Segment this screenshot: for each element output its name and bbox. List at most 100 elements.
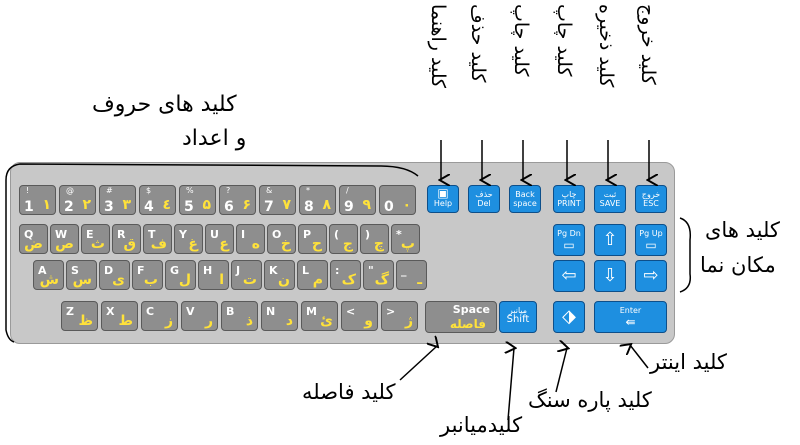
- save-key-fa: ثبت: [603, 190, 617, 199]
- key-9[interactable]: 9/۹: [339, 185, 376, 215]
- key-latin-char: (: [334, 228, 340, 241]
- key-latin-char: E: [86, 228, 94, 241]
- label-tab-key: کلید پاره سنگ: [528, 388, 652, 412]
- key-shift-symbol: !: [26, 186, 30, 195]
- key-persian-char: پ: [400, 236, 415, 252]
- key-persian-char: ۷: [282, 197, 291, 213]
- key-latin-char: 8: [304, 199, 314, 215]
- shift-key[interactable]: میانبر Shift: [499, 301, 537, 333]
- key-persian-char: ۱: [42, 197, 51, 213]
- key-persian-char: ه: [251, 236, 260, 252]
- arrow-up-key[interactable]: ⇧: [594, 224, 626, 256]
- save-key[interactable]: ثبت SAVE: [594, 185, 626, 213]
- pgdn-key[interactable]: Pg Dn ▭: [553, 224, 585, 256]
- key-persian-char: ر: [204, 313, 213, 329]
- key-4[interactable]: 4$٤: [139, 185, 176, 215]
- key-persian-char: ح: [311, 236, 322, 252]
- key-([interactable]: (ج: [329, 224, 358, 254]
- key-persian-char: ئ: [320, 313, 333, 329]
- label-cursor-keys-line2: مکان نما: [700, 253, 776, 277]
- pgup-key[interactable]: Pg Up ▭: [635, 224, 667, 256]
- key-latin-char: Y: [179, 228, 187, 241]
- save-key-en: SAVE: [599, 199, 621, 208]
- key-latin-char: :: [335, 264, 340, 277]
- key-quote[interactable]: "گ: [363, 260, 394, 290]
- help-key-en: Help: [433, 199, 453, 208]
- key-latin-char: Z: [66, 305, 74, 318]
- key-<[interactable]: <و: [341, 301, 378, 331]
- key-persian-char: ٤: [162, 197, 171, 213]
- key-shift-symbol: %: [186, 186, 194, 195]
- key-5[interactable]: 5%۵: [179, 185, 216, 215]
- key-latin-char: X: [106, 305, 115, 318]
- label-space-key: کلید فاصله: [302, 380, 396, 404]
- arrow-down-key[interactable]: ⇩: [594, 260, 626, 292]
- print-key-fa: چاپ: [561, 190, 577, 199]
- enter-key[interactable]: Enter ⇚: [594, 301, 667, 333]
- key-shift-symbol: @: [66, 186, 74, 195]
- arrow-left-key[interactable]: ⇦: [553, 260, 585, 292]
- arrow-left-icon: ⇦: [561, 265, 577, 286]
- bracket-letters: [5, 163, 419, 343]
- key-1[interactable]: 1!۱: [19, 185, 56, 215]
- print-key[interactable]: چاپ PRINT: [553, 185, 585, 213]
- backspace-key-line1: Back: [515, 190, 535, 199]
- key-latin-char: U: [210, 228, 219, 241]
- space-key[interactable]: Space فاصله: [425, 301, 497, 333]
- key-persian-char: ت: [242, 272, 257, 288]
- key-persian-char: ک: [341, 272, 356, 288]
- key-persian-char: ـ: [417, 272, 422, 288]
- key-3[interactable]: 3#۳: [99, 185, 136, 215]
- key-*[interactable]: *پ: [391, 224, 420, 254]
- key-latin-char: Q: [24, 228, 34, 241]
- key-)[interactable]: )چ: [360, 224, 389, 254]
- key-_[interactable]: _ـ: [396, 260, 427, 290]
- key-2[interactable]: 2@۲: [59, 185, 96, 215]
- tab-key[interactable]: ⬗: [553, 301, 585, 333]
- key-6[interactable]: 6?۶: [219, 185, 256, 215]
- key-persian-char: خ: [280, 236, 291, 252]
- help-key[interactable]: ▣ Help: [427, 185, 459, 213]
- key-latin-char: B: [226, 305, 235, 318]
- shift-key-fa: میانبر: [508, 306, 528, 315]
- key-latin-char: G: [170, 264, 180, 277]
- key-persian-char: ز: [164, 313, 173, 329]
- key-7[interactable]: 7&۷: [259, 185, 296, 215]
- key->[interactable]: >ژ: [381, 301, 418, 331]
- key-persian-char: ض: [24, 236, 43, 252]
- arrow-right-key[interactable]: ⇨: [635, 260, 667, 292]
- key-shift-symbol: #: [106, 186, 113, 195]
- esc-key[interactable]: خروج ESC: [635, 185, 667, 213]
- key-persian-char: ش: [39, 272, 59, 288]
- del-key-en: Del: [477, 199, 491, 208]
- key-:[interactable]: :ک: [330, 260, 361, 290]
- key-8[interactable]: 8*۸: [299, 185, 336, 215]
